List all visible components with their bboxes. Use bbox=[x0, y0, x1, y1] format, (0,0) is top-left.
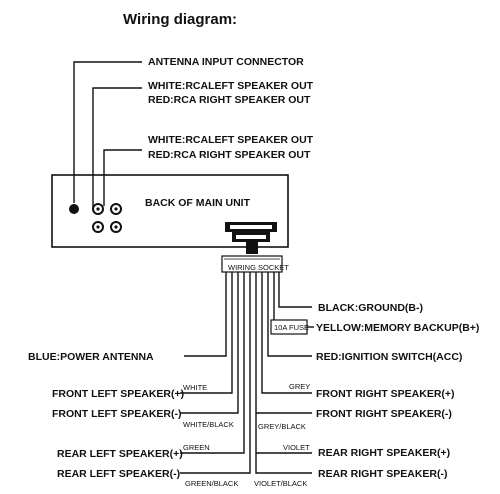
red-ignition-label: RED:IGNITION SWITCH(ACC) bbox=[316, 351, 462, 363]
unit-connector bbox=[225, 222, 277, 254]
violet-black-wire-label: VIOLET/BLACK bbox=[254, 479, 307, 488]
front-left-pos-label: FRONT LEFT SPEAKER(+) bbox=[52, 388, 184, 400]
rca2-left-label: WHITE:RCALEFT SPEAKER OUT bbox=[148, 134, 314, 146]
top-leaders bbox=[73, 61, 142, 208]
antenna-label: ANTENNA INPUT CONNECTOR bbox=[148, 56, 304, 68]
rca2-right-label: RED:RCA RIGHT SPEAKER OUT bbox=[148, 149, 311, 161]
diagram-title: Wiring diagram: bbox=[123, 11, 237, 28]
black-ground-label: BLACK:GROUND(B-) bbox=[318, 302, 423, 314]
front-left-neg-wire bbox=[180, 286, 239, 414]
rca1-left-label: WHITE:RCALEFT SPEAKER OUT bbox=[148, 80, 314, 92]
front-left-pos-wire bbox=[180, 286, 233, 394]
white-black-wire-label: WHITE/BLACK bbox=[183, 420, 234, 429]
front-left-neg-label: FRONT LEFT SPEAKER(-) bbox=[52, 408, 182, 420]
rear-left-neg-wire bbox=[180, 286, 251, 474]
grey-wire-label: GREY bbox=[289, 382, 310, 391]
rear-left-neg-label: REAR LEFT SPEAKER(-) bbox=[57, 468, 180, 480]
rear-left-pos-wire bbox=[180, 286, 245, 454]
main-unit-label: BACK OF MAIN UNIT bbox=[145, 197, 251, 209]
rca-jacks bbox=[92, 203, 122, 233]
wire-bundle bbox=[225, 272, 280, 286]
front-right-pos-wire bbox=[261, 286, 312, 394]
front-right-pos-label: FRONT RIGHT SPEAKER(+) bbox=[316, 388, 455, 400]
green-wire-label: GREEN bbox=[183, 443, 210, 452]
grey-black-wire-label: GREY/BLACK bbox=[258, 422, 306, 431]
rear-left-pos-label: REAR LEFT SPEAKER(+) bbox=[57, 448, 183, 460]
main-unit-box bbox=[51, 174, 289, 248]
fuse-label: 10A FUSE bbox=[274, 323, 309, 332]
red-ignition-wire bbox=[267, 286, 312, 357]
rca1-right-label: RED:RCA RIGHT SPEAKER OUT bbox=[148, 94, 311, 106]
black-ground-wire bbox=[278, 286, 312, 308]
antenna-jack bbox=[69, 204, 79, 214]
violet-wire-label: VIOLET bbox=[283, 443, 310, 452]
blue-antenna-wire bbox=[184, 286, 227, 357]
wiring-socket-box bbox=[221, 255, 283, 273]
rear-right-pos-label: REAR RIGHT SPEAKER(+) bbox=[318, 447, 450, 459]
white-wire-label: WHITE bbox=[183, 383, 207, 392]
yellow-memory-label: YELLOW:MEMORY BACKUP(B+) bbox=[316, 322, 479, 334]
front-right-neg-wire bbox=[255, 286, 312, 414]
wiring-socket-label: WIRING SOCKET bbox=[228, 263, 289, 272]
front-right-neg-label: FRONT RIGHT SPEAKER(-) bbox=[316, 408, 452, 420]
rear-right-neg-wire bbox=[255, 453, 312, 474]
rear-right-neg-label: REAR RIGHT SPEAKER(-) bbox=[318, 468, 448, 480]
blue-antenna-label: BLUE:POWER ANTENNA bbox=[28, 351, 154, 363]
green-black-wire-label: GREEN/BLACK bbox=[185, 479, 238, 488]
